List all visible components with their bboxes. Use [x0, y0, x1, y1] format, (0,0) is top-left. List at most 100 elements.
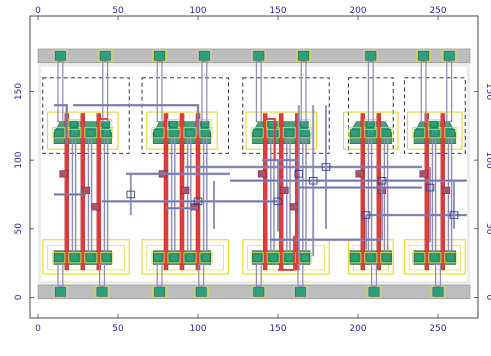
cell-2 — [141, 49, 229, 299]
metal-route-outline — [73, 104, 199, 136]
x-tick-label-bottom: 50 — [112, 324, 124, 334]
cell-2-gnd-tap — [152, 285, 168, 299]
cell-5-vdd-tap — [416, 49, 432, 63]
cell-1-gnd-tap — [94, 285, 110, 299]
y-tick-label-right: 0 — [484, 295, 491, 301]
cell-4-gnd-strap — [371, 263, 378, 288]
cell-2-vdd-tap-square — [198, 51, 210, 61]
cell-3-pmos-contact-square — [284, 128, 294, 137]
cell-2-vdd-tap — [152, 49, 168, 63]
metal-junction-via — [361, 211, 371, 219]
cell-3-gnd-strap — [297, 263, 304, 288]
cell-2-pmos-contact-ring — [199, 119, 212, 130]
x-tick-label-top: 250 — [429, 6, 446, 16]
cell-5-gnd-tap — [430, 285, 446, 299]
metal-junction-via — [425, 183, 435, 192]
cell-2-poly-gate — [163, 113, 169, 271]
cell-4-pmos-contact — [363, 119, 377, 130]
poly-route — [265, 118, 276, 161]
cell-3-pmos-contact — [250, 127, 264, 139]
cell-3-nmos-contact-square — [252, 253, 262, 262]
cell-3-pmos-contact-ring — [282, 127, 296, 139]
cell-3-pmos-contact-square — [268, 120, 277, 129]
x-tick-label-top: 50 — [112, 6, 124, 16]
cell-1-nmos-contact-ring — [100, 251, 114, 264]
cell-3-vdd-strap — [300, 60, 307, 123]
cell-3-pmos-contact — [282, 127, 296, 139]
cell-2-nmos-contact-square — [201, 253, 211, 262]
cell-2-pmos-contact — [183, 127, 197, 139]
cell-5-pmos-contact-square — [446, 128, 456, 137]
cell-1-gnd-strap — [57, 263, 64, 288]
cell-4-nmos-contact — [364, 251, 378, 264]
cell-5-pmos-contact-ring — [444, 127, 458, 139]
y-tick-label-right: 150 — [484, 83, 491, 100]
cell-1-nmos-contact-ring — [84, 251, 98, 264]
cell-2-nmos-contact-square — [185, 253, 195, 262]
cell-4-pmos-contact-square — [350, 128, 360, 137]
cell-4-nmos-contact-square — [366, 253, 376, 262]
cell-2-pmos-contact-square — [169, 120, 178, 129]
cell-5-vdd-tap-square — [443, 51, 455, 61]
cell-4-nmos-contact-square — [382, 253, 392, 262]
y-tick-label-right: 50 — [484, 223, 491, 235]
cell-3-nwell — [242, 77, 330, 154]
cell-1-nmos-contact — [84, 251, 98, 264]
cell-1-vdd-tap-square — [99, 51, 111, 61]
cell-1-vdd-tap — [52, 49, 68, 63]
cell-2-pmos-contact-ring — [167, 119, 180, 130]
cell-3-nmos-contact-square — [300, 253, 310, 262]
cell-4-pmos-contact-ring — [363, 119, 377, 130]
cell-1-gnd-tap-square — [96, 287, 108, 297]
cell-3-pmos-contact — [298, 119, 311, 130]
cell-5-gate-via — [441, 186, 451, 194]
cell-5-nmos-contact — [444, 251, 458, 264]
cell-5-vdd-tap-square — [418, 51, 430, 61]
cell-4 — [343, 49, 399, 299]
cell-1 — [42, 49, 130, 299]
x-tick-label-top: 200 — [349, 6, 366, 16]
cell-2-gate-via — [181, 186, 190, 194]
cell-1-nmos-contact-square — [86, 253, 96, 262]
cell-3-pmos-contact-square — [300, 128, 310, 137]
cell-5-nmos-contact-square — [446, 253, 456, 262]
cell-2-nmos-contact-ring — [199, 251, 213, 264]
cell-4-pmos-contact — [348, 127, 362, 139]
cell-1-vdd-tap — [97, 49, 113, 63]
metal-junction-via — [126, 190, 136, 199]
cell-2-gnd-tap-square — [154, 287, 166, 297]
metal-junction-via — [273, 197, 283, 206]
cell-4-nmos-contact — [380, 251, 394, 264]
cell-2-nselect — [141, 239, 229, 275]
cell-1-nmos-contact-ring — [52, 251, 66, 264]
cell-3-pmos-contact-square — [268, 128, 278, 137]
cell-2-nmos-contact-ring — [183, 251, 197, 264]
cell-3 — [242, 49, 330, 299]
cell-1-pmos-contact-ring — [67, 119, 81, 130]
cell-4-nmos-contact-square — [350, 253, 360, 262]
cell-2-nmos-contact-square — [169, 253, 179, 262]
y-tick-label-left: 100 — [14, 151, 24, 168]
cell-2-poly-gate — [195, 113, 201, 271]
cell-2-vdd-tap — [196, 49, 212, 63]
cell-1-nmos-contact — [68, 251, 82, 264]
cell-4-pmos-contact-square — [382, 128, 392, 137]
x-tick-label-top: 0 — [35, 6, 41, 16]
cell-3-vdd-tap-square — [298, 51, 310, 61]
cell-2-vdd-tap-square — [154, 51, 166, 61]
cell-4-vdd-tap-square — [365, 51, 377, 61]
metal-junction-via — [377, 176, 387, 185]
cell-1-nmos-contact — [100, 251, 114, 264]
cell-1-gnd-tap-square — [54, 287, 66, 297]
metal-junction-via — [321, 163, 331, 171]
cell-5-pmos-contact-square — [414, 128, 424, 137]
cell-5-gnd-tap-square — [432, 287, 444, 297]
cell-1-pmos-contact-square — [102, 128, 112, 137]
cell-2-pmos-contact-ring — [183, 127, 197, 139]
cell-2-nmos-contact — [199, 251, 213, 264]
cell-4-nmos-contact-ring — [380, 251, 394, 264]
cell-2-pmos-contact — [199, 119, 212, 130]
metal-junction-via — [449, 211, 459, 219]
cell-5-pmos-contact — [427, 119, 441, 130]
cell-3-nmos-contact-ring — [250, 251, 264, 264]
